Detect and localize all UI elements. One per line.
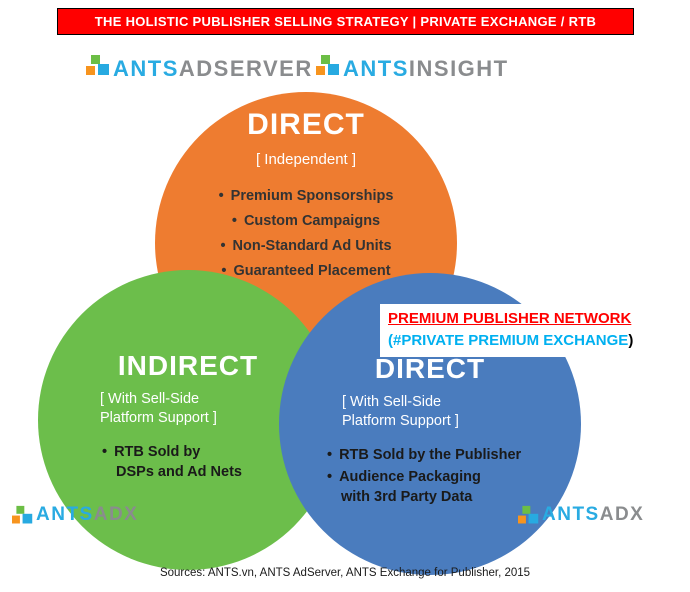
ants-cubes-icon	[316, 55, 340, 82]
circle-subtitle: [ With Sell-Side Platform Support ]	[38, 390, 338, 428]
bullet-item: Premium Sponsorships	[155, 184, 457, 209]
ants-cubes-icon	[518, 505, 539, 527]
logo-brand-text: ANTS	[343, 56, 409, 81]
bullet-item: RTB Sold by	[102, 442, 338, 462]
circle-title: INDIRECT	[117, 350, 259, 381]
logo-product-text: INSIGHT	[408, 56, 509, 81]
subtitle-line: Platform Support ]	[342, 413, 459, 429]
bullet-item-continuation: with 3rd Party Data	[341, 489, 473, 505]
circle-bullet-list: Premium Sponsorships Custom Campaigns No…	[155, 184, 457, 284]
callout-title: PREMIUM PUBLISHER NETWORK	[388, 310, 632, 327]
logo-product-text: ADSERVER	[178, 56, 313, 81]
ants-cubes-icon	[86, 55, 110, 82]
bullet-item: Audience Packaging	[327, 467, 581, 487]
sources-note: Sources: ANTS.vn, ANTS AdServer, ANTS Ex…	[159, 567, 531, 579]
logo-brand-text: ANTS	[542, 504, 600, 525]
subtitle-line: [ With Sell-Side	[342, 394, 442, 410]
logo-brand-text: ANTS	[36, 504, 94, 525]
bullet-item: Non-Standard Ad Units	[155, 234, 457, 259]
bullet-item: Custom Campaigns	[155, 209, 457, 234]
ants-cubes-icon	[12, 505, 33, 527]
circle-subtitle: [ With Sell-Side Platform Support ]	[279, 393, 581, 431]
circle-subtitle: [ Independent ]	[255, 151, 357, 168]
bullet-item: RTB Sold by the Publisher	[327, 445, 581, 465]
bullet-item: Guaranteed Placement	[155, 259, 457, 284]
callout-subtitle-highlight: (#PRIVATE PREMIUM EXCHANGE	[388, 332, 629, 349]
bullet-item-continuation: DSPs and Ad Nets	[116, 464, 242, 480]
circle-bullet-list: RTB Sold by DSPs and Ad Nets	[38, 442, 338, 482]
premium-publisher-network-callout: PREMIUM PUBLISHER NETWORK (#PRIVATE PREM…	[380, 304, 682, 357]
subtitle-line: Platform Support ]	[100, 410, 217, 426]
callout-subtitle: (#PRIVATE PREMIUM EXCHANGE)	[388, 330, 676, 352]
logo-product-text: ADX	[93, 504, 139, 525]
subtitle-line: [ With Sell-Side	[100, 391, 200, 407]
logo-brand-text: ANTS	[113, 56, 179, 81]
title-banner: THE HOLISTIC PUBLISHER SELLING STRATEGY …	[57, 8, 634, 35]
circle-title: DIRECT	[247, 108, 365, 141]
circle-title: DIRECT	[374, 353, 486, 384]
circle-bullet-list: RTB Sold by the Publisher Audience Packa…	[279, 445, 581, 507]
page-title: THE HOLISTIC PUBLISHER SELLING STRATEGY …	[94, 14, 597, 29]
logo-product-text: ADX	[599, 504, 645, 525]
callout-subtitle-paren: )	[628, 332, 634, 349]
